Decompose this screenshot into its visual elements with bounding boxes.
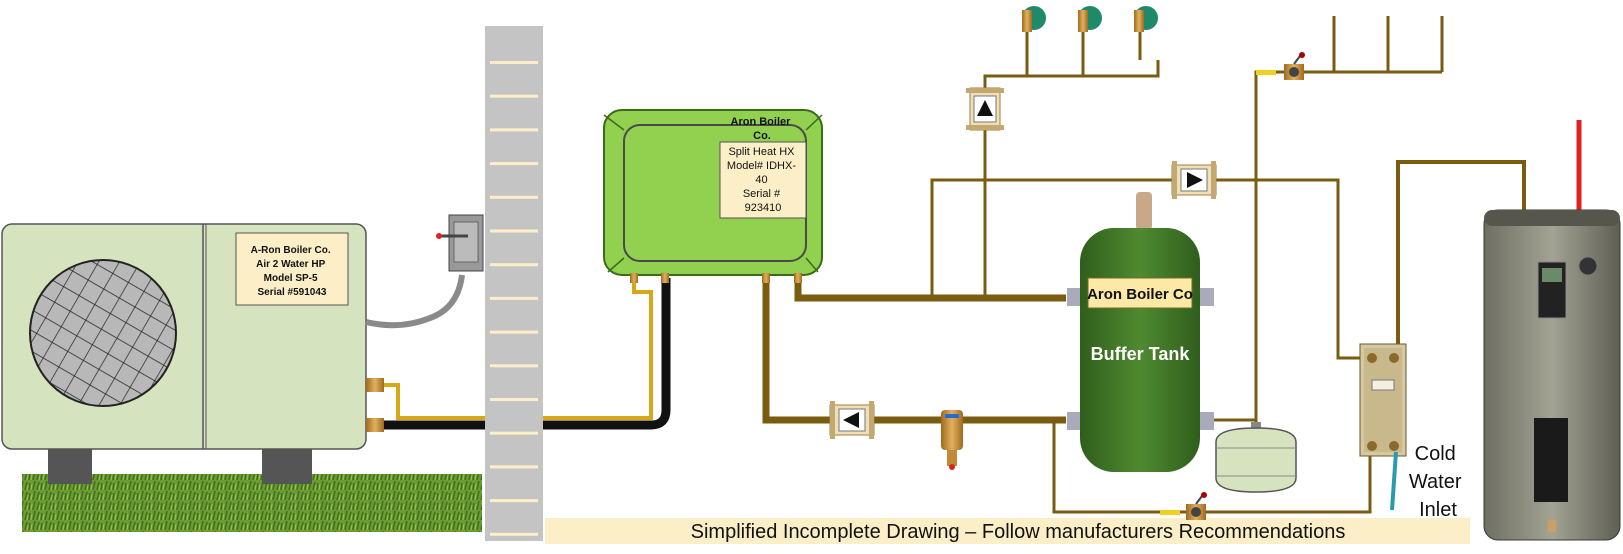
wall-joint [490, 61, 538, 64]
wall-joint [490, 94, 538, 98]
heat-pump-label-plate [235, 232, 349, 306]
wall-joint [490, 364, 538, 368]
wall-joint [490, 532, 538, 536]
hx-label-line: Model# IDHX- [727, 160, 796, 172]
circulator-pump-icon [829, 401, 875, 439]
ball-valve-icon [1256, 52, 1305, 80]
wall-joint [490, 330, 538, 334]
line-set-black [384, 278, 671, 430]
wall-joint [490, 398, 538, 401]
line-set-yellow [384, 278, 653, 420]
buffer-tank-brand: Aron Boiler Co [1087, 286, 1193, 303]
heat-pump-label-line: Serial #591043 [258, 287, 327, 298]
heat-pump-label-line: Model SP-5 [264, 273, 318, 284]
fan-grille-icon [29, 259, 177, 407]
water-heater [1483, 120, 1621, 541]
buffer-tank-brand-plate [1087, 277, 1193, 309]
footer-band [545, 518, 1470, 544]
wall-joint [490, 499, 538, 503]
air-separator-icon [941, 410, 963, 470]
wall-joint [490, 162, 538, 166]
hx-label-line: 923410 [745, 202, 782, 214]
building-wall [485, 26, 543, 541]
hx-label-line: 40 [755, 174, 767, 186]
cold-water-inlet-label: Water [1409, 471, 1462, 493]
hx-label-plate [719, 141, 807, 219]
circulator-pump-icon [966, 87, 1004, 131]
cold-water-inlet-pipe [1390, 451, 1398, 511]
svg-text:Split Heat HX Model# IDH: Split Heat HX Model# IDHX- 40 Serial # 9… [727, 146, 799, 214]
expansion-tank [1215, 422, 1297, 493]
zone-pump-icon [1022, 6, 1046, 32]
wall-joint [490, 229, 538, 233]
wall-joint [490, 431, 538, 435]
cold-water-inlet-label: Cold [1415, 443, 1456, 465]
footer-note: Simplified Incomplete Drawing – Follow m… [691, 521, 1346, 543]
split-heat-exchanger: Aron Boiler Co. Split Heat HX Model# IDH… [603, 109, 823, 283]
ball-valve-icon [1160, 492, 1207, 520]
svg-text:A-Ron Boiler Co. Air 2 W: A-Ron Boiler Co. Air 2 Water HP Model SP… [251, 245, 334, 298]
hx-label-line: Split Heat HX [728, 146, 795, 158]
hx-title-line: Co. [753, 130, 771, 142]
heat-pump-label-line: Air 2 Water HP [256, 259, 325, 270]
heat-pump-unit: A-Ron Boiler Co. Air 2 Water HP Model SP… [1, 223, 384, 484]
grass [22, 474, 482, 532]
heat-pump-label-line: A-Ron Boiler Co. [251, 245, 331, 256]
buffer-tank: Aron Boiler Co Buffer Tank [1067, 192, 1214, 472]
wall-joint [490, 195, 538, 199]
wall-joint [490, 128, 538, 132]
wall-joint [490, 296, 538, 300]
zone-pump-icon [1078, 6, 1102, 32]
circulator-pump-icon [1171, 161, 1217, 199]
disconnect-switch-icon [436, 214, 484, 272]
svg-text:Aron Boiler Co.: Aron Boiler Co. [731, 116, 794, 142]
hx-title-line: Aron Boiler [731, 116, 792, 128]
cold-water-inlet-label: Inlet [1419, 499, 1457, 521]
wall-joint [490, 465, 538, 469]
svg-text:Cold Water Inlet: Cold Water Inlet [1409, 443, 1467, 521]
hx-label-line: Serial # [743, 188, 781, 200]
zone-pump-icon [1134, 6, 1158, 32]
power-cable [365, 274, 465, 329]
wall-joint [490, 263, 538, 267]
plate-heat-exchanger [1359, 343, 1407, 457]
buffer-tank-title: Buffer Tank [1091, 344, 1191, 364]
